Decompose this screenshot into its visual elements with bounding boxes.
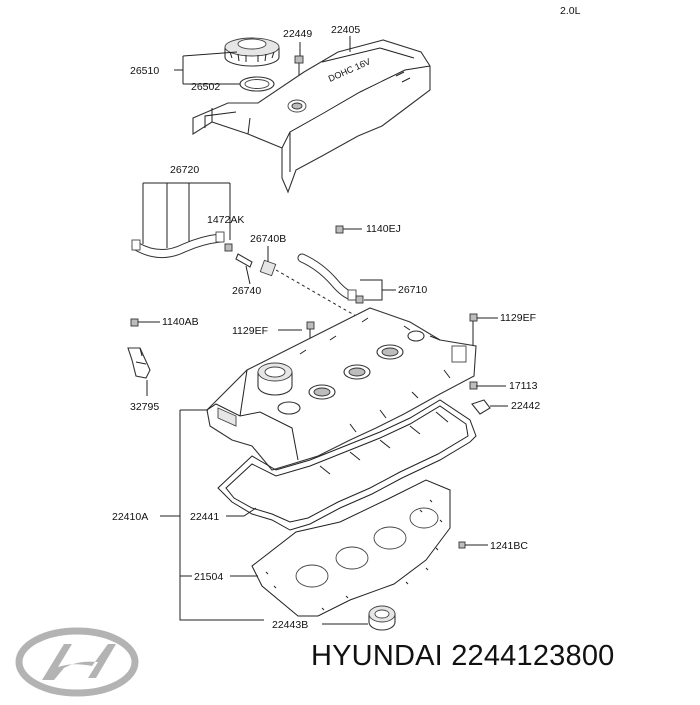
- label-1129EF-left: 1129EF: [232, 325, 268, 337]
- oil-cap-seal: [239, 76, 275, 92]
- plug-seal-22443B: [368, 605, 396, 631]
- label-17113: 17113: [509, 380, 538, 392]
- label-1241BC: 1241BC: [490, 540, 528, 552]
- leader-22441: [226, 507, 257, 517]
- bolt-1129EF-right: [469, 313, 498, 350]
- oil-filler-cap: [224, 37, 280, 67]
- leader-26710: [360, 279, 396, 301]
- label-1472AK: 1472AK: [207, 214, 244, 226]
- label-26502: 26502: [191, 81, 220, 93]
- cover-gasket: [217, 399, 477, 531]
- bolt-1129EF-left: [306, 321, 315, 338]
- cylinder-head-cover: [206, 307, 478, 471]
- leader-26720: [142, 182, 231, 248]
- leader-26510: [174, 51, 240, 85]
- label-22449: 22449: [283, 28, 312, 40]
- label-26740B: 26740B: [250, 233, 286, 245]
- pcv-valve: [235, 253, 277, 277]
- label-26710: 26710: [398, 284, 427, 296]
- label-32795: 32795: [130, 401, 159, 413]
- label-22441: 22441: [190, 511, 219, 523]
- label-22410A: 22410A: [112, 511, 148, 523]
- brand-name: HYUNDAI: [311, 640, 443, 672]
- breather-hose: [131, 231, 233, 258]
- label-26720: 26720: [170, 164, 199, 176]
- hose-bracket: [127, 347, 151, 379]
- leader-22410A-bracket: [179, 410, 264, 621]
- hyundai-logo: [15, 627, 139, 697]
- bolt-1140AB: [130, 318, 160, 327]
- brand-part-caption: HYUNDAI 2244123800: [311, 640, 614, 673]
- bolt-1140EJ: [335, 225, 362, 234]
- label-22405: 22405: [331, 24, 360, 36]
- part-number: 2244123800: [451, 640, 615, 672]
- bolt-1241BC: [458, 541, 488, 549]
- engine-cover: DOHC 16V: [192, 39, 431, 194]
- label-26740: 26740: [232, 285, 261, 297]
- leader-26740: [245, 265, 251, 285]
- label-1140EJ: 1140EJ: [366, 223, 401, 235]
- engine-spec-label: 2.0L: [560, 5, 581, 17]
- label-22443B: 22443B: [272, 619, 308, 631]
- label-26510: 26510: [130, 65, 159, 77]
- grommet-22442: [471, 399, 508, 415]
- label-1140AB: 1140AB: [162, 316, 199, 328]
- label-21504: 21504: [194, 571, 223, 583]
- plug-seal-plate: [251, 479, 451, 617]
- leader-top: [299, 36, 351, 56]
- label-1129EF-right: 1129EF: [500, 312, 536, 324]
- ventilation-hose: [297, 253, 364, 304]
- label-22442: 22442: [511, 400, 540, 412]
